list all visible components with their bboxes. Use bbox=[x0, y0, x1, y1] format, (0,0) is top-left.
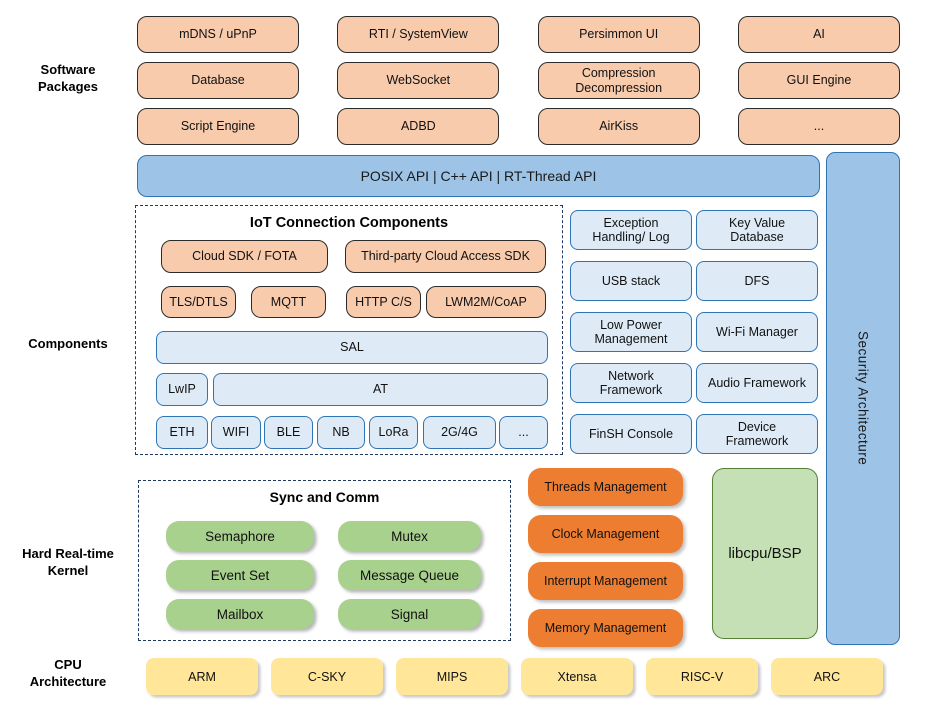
management-box: Interrupt Management bbox=[528, 562, 683, 600]
api-bar: POSIX API | C++ API | RT-Thread API bbox=[137, 155, 820, 197]
service-box: Device Framework bbox=[696, 414, 818, 454]
kernel-ipc-box: Signal bbox=[338, 599, 481, 629]
sync-and-comm-grid: Semaphore Mutex Event Set Message Queue … bbox=[166, 521, 481, 629]
service-box: USB stack bbox=[570, 261, 692, 301]
at-layer-box: AT bbox=[213, 373, 548, 406]
iot-protocol-box: MQTT bbox=[251, 286, 326, 318]
iot-protocol-box: HTTP C/S bbox=[346, 286, 421, 318]
package-box: Persimmon UI bbox=[537, 16, 700, 53]
section-label-components: Components bbox=[28, 336, 108, 351]
cpu-arch-box: ARC bbox=[771, 658, 883, 695]
service-box: FinSH Console bbox=[570, 414, 692, 454]
kernel-management-column: Threads Management Clock Management Inte… bbox=[528, 468, 683, 647]
package-box: AI bbox=[737, 16, 900, 53]
service-box: Audio Framework bbox=[696, 363, 818, 403]
service-box: Low Power Management bbox=[570, 312, 692, 352]
package-box: Script Engine bbox=[137, 108, 299, 145]
component-services-grid: Exception Handling/ Log Key Value Databa… bbox=[570, 210, 818, 454]
security-architecture-label: Security Architecture bbox=[855, 331, 871, 466]
lwip-box: LwIP bbox=[156, 373, 208, 406]
iot-protocol-box: TLS/DTLS bbox=[161, 286, 236, 318]
iot-box-title: IoT Connection Components bbox=[249, 215, 449, 231]
cpu-arch-box: RISC-V bbox=[646, 658, 758, 695]
sync-and-comm-box: Sync and Comm Semaphore Mutex Event Set … bbox=[138, 480, 511, 641]
software-packages-grid: mDNS / uPnP RTI / SystemView Persimmon U… bbox=[137, 16, 900, 145]
package-box: AirKiss bbox=[537, 108, 700, 145]
package-box: Database bbox=[137, 62, 299, 99]
kernel-ipc-box: Mutex bbox=[338, 521, 481, 551]
kernel-ipc-box: Event Set bbox=[166, 560, 314, 590]
link-chip: 2G/4G bbox=[423, 416, 496, 449]
package-box: Compression Decompression bbox=[537, 62, 700, 99]
iot-connection-components-box: IoT Connection Components Cloud SDK / FO… bbox=[135, 205, 563, 455]
cpu-arch-box: C-SKY bbox=[271, 658, 383, 695]
sal-layer-box: SAL bbox=[156, 331, 548, 364]
management-box: Threads Management bbox=[528, 468, 683, 506]
kernel-ipc-box: Message Queue bbox=[338, 560, 481, 590]
iot-sdk-box: Third-party Cloud Access SDK bbox=[345, 240, 546, 273]
management-box: Memory Management bbox=[528, 609, 683, 647]
link-chip: NB bbox=[317, 416, 365, 449]
package-box: GUI Engine bbox=[737, 62, 900, 99]
package-box: RTI / SystemView bbox=[337, 16, 500, 53]
link-chip: ... bbox=[499, 416, 548, 449]
link-chip: ETH bbox=[156, 416, 208, 449]
cpu-architecture-row: ARM C-SKY MIPS Xtensa RISC-V ARC bbox=[146, 658, 883, 695]
sync-and-comm-title: Sync and Comm bbox=[269, 489, 380, 505]
section-label-cpu-architecture: CPU Architecture bbox=[29, 657, 107, 689]
iot-sdk-box: Cloud SDK / FOTA bbox=[161, 240, 328, 273]
link-chip: WIFI bbox=[211, 416, 261, 449]
package-box: WebSocket bbox=[337, 62, 500, 99]
libcpu-bsp-box: libcpu/BSP bbox=[712, 468, 818, 639]
link-chip: LoRa bbox=[369, 416, 418, 449]
cpu-arch-box: Xtensa bbox=[521, 658, 633, 695]
package-box: mDNS / uPnP bbox=[137, 16, 299, 53]
package-box: ADBD bbox=[337, 108, 500, 145]
cpu-arch-box: MIPS bbox=[396, 658, 508, 695]
section-label-kernel: Hard Real-time Kernel bbox=[22, 546, 114, 578]
service-box: Exception Handling/ Log bbox=[570, 210, 692, 250]
service-box: DFS bbox=[696, 261, 818, 301]
section-label-software-packages: Software Packages bbox=[38, 62, 98, 94]
service-box: Network Framework bbox=[570, 363, 692, 403]
kernel-ipc-box: Semaphore bbox=[166, 521, 314, 551]
management-box: Clock Management bbox=[528, 515, 683, 553]
kernel-ipc-box: Mailbox bbox=[166, 599, 314, 629]
package-box: ... bbox=[737, 108, 900, 145]
iot-protocol-box: LWM2M/CoAP bbox=[426, 286, 546, 318]
security-architecture-bar: Security Architecture bbox=[826, 152, 900, 645]
service-box: Wi-Fi Manager bbox=[696, 312, 818, 352]
cpu-arch-box: ARM bbox=[146, 658, 258, 695]
service-box: Key Value Database bbox=[696, 210, 818, 250]
link-chip: BLE bbox=[264, 416, 313, 449]
